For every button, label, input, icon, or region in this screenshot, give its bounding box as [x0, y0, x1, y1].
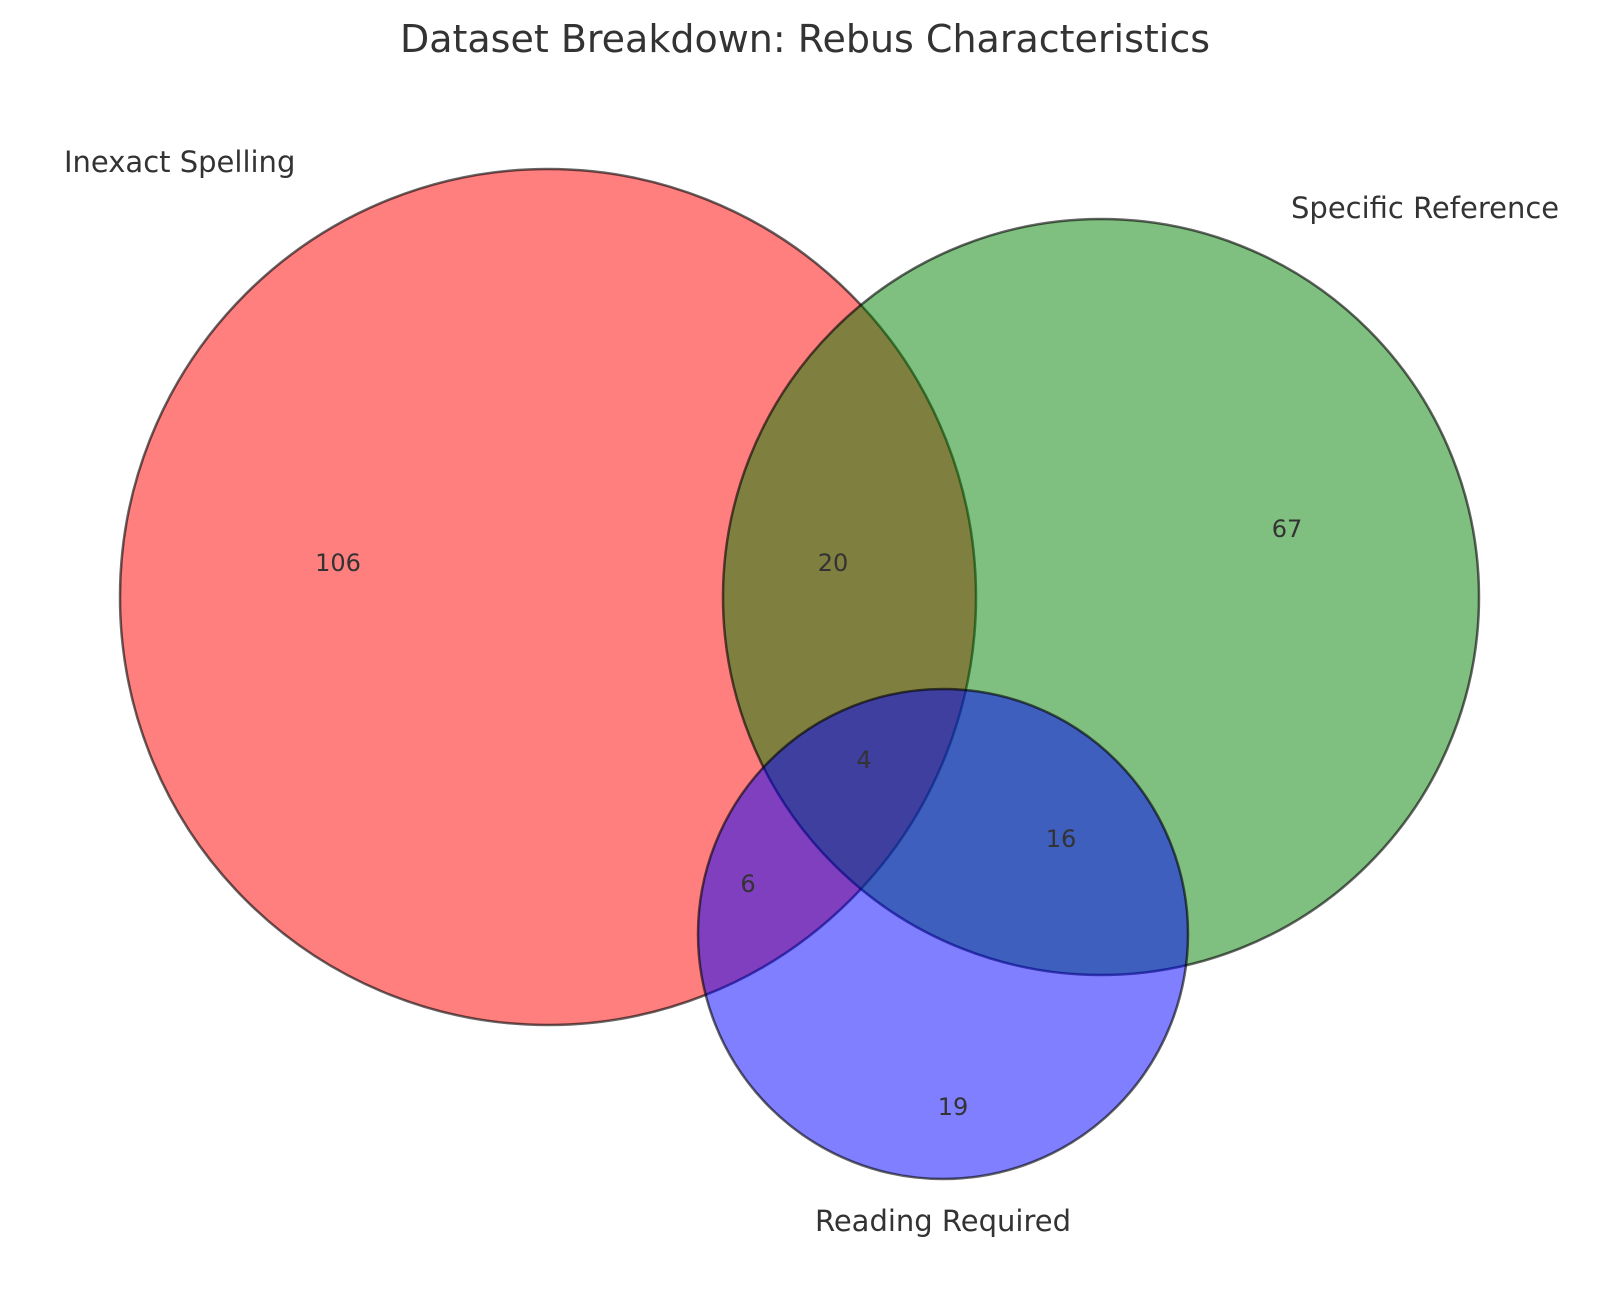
set-label-specific-reference: Specific Reference — [1291, 191, 1559, 225]
circle-reading-required — [696, 687, 1190, 1181]
region-count-inexact-only: 106 — [315, 549, 361, 577]
region-count-inexact-and-specific: 20 — [818, 549, 849, 577]
region-count-specific-and-reading: 16 — [1046, 825, 1077, 853]
set-label-inexact-spelling: Inexact Spelling — [64, 145, 295, 179]
region-count-all-three: 4 — [856, 746, 871, 774]
diagram-title: Dataset Breakdown: Rebus Characteristics — [400, 17, 1210, 61]
set-label-reading-required: Reading Required — [815, 1204, 1071, 1238]
region-count-specific-only: 67 — [1272, 515, 1303, 543]
region-count-reading-only: 19 — [938, 1093, 969, 1121]
region-labels: 106 20 67 4 16 6 19 — [315, 515, 1302, 1121]
region-count-inexact-and-reading: 6 — [740, 870, 755, 898]
set-circles — [118, 167, 1481, 1181]
